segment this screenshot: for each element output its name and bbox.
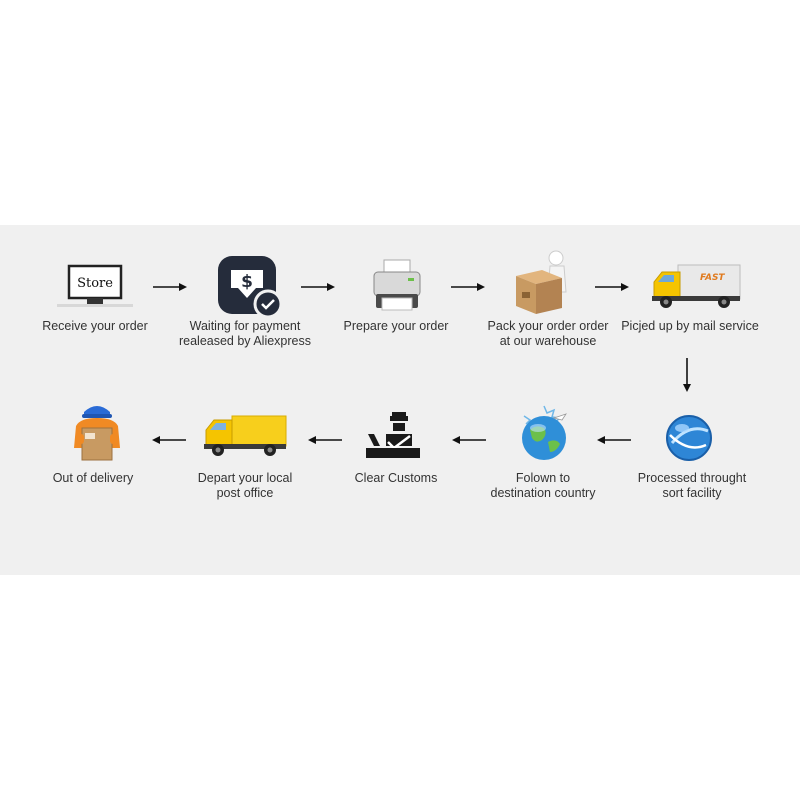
store-text: Store	[77, 276, 113, 291]
courier-box-icon	[74, 406, 120, 461]
arrow-right-2	[301, 283, 335, 291]
step-label-sort-facility: Processed throught sort facility	[637, 471, 747, 500]
world-globe-icon	[522, 405, 567, 460]
step-label-pack-order: Pack your order order at our warehouse	[487, 319, 609, 348]
arrow-left-1	[597, 436, 631, 444]
payment-check-icon: $	[218, 256, 283, 319]
arrow-left-4	[152, 436, 186, 444]
fast-truck-icon: FAST	[652, 264, 741, 308]
arrow-left-3	[308, 436, 342, 444]
step-label-out-for-delivery: Out of delivery	[52, 471, 134, 485]
packing-box-icon	[516, 250, 567, 314]
arrow-right-3	[451, 283, 485, 291]
arrow-down	[683, 358, 691, 392]
step-label-receive-order: Receive your order	[42, 319, 148, 333]
arrow-right-1	[153, 283, 187, 291]
arrow-left-2	[452, 436, 486, 444]
step-label-flown-destination: Folown to destination country	[490, 471, 596, 500]
step-label-picked-up: Picjed up by mail service	[621, 319, 759, 333]
delivery-truck-icon	[204, 415, 287, 456]
truck-fast-text: FAST	[700, 273, 725, 283]
step-label-depart-post-office: Depart your local post office	[197, 471, 293, 500]
customs-officer-icon	[366, 412, 420, 458]
step-label-prepare-order: Prepare your order	[343, 319, 449, 333]
store-monitor-icon: Store	[57, 264, 133, 307]
svg-text:$: $	[241, 272, 253, 292]
globe-swirl-icon	[666, 415, 712, 461]
step-label-waiting-payment: Waiting for payment realeased by Aliexpr…	[178, 319, 312, 348]
printer-icon	[373, 259, 421, 311]
arrow-right-4	[595, 283, 629, 291]
step-label-clear-customs: Clear Customs	[354, 471, 438, 485]
